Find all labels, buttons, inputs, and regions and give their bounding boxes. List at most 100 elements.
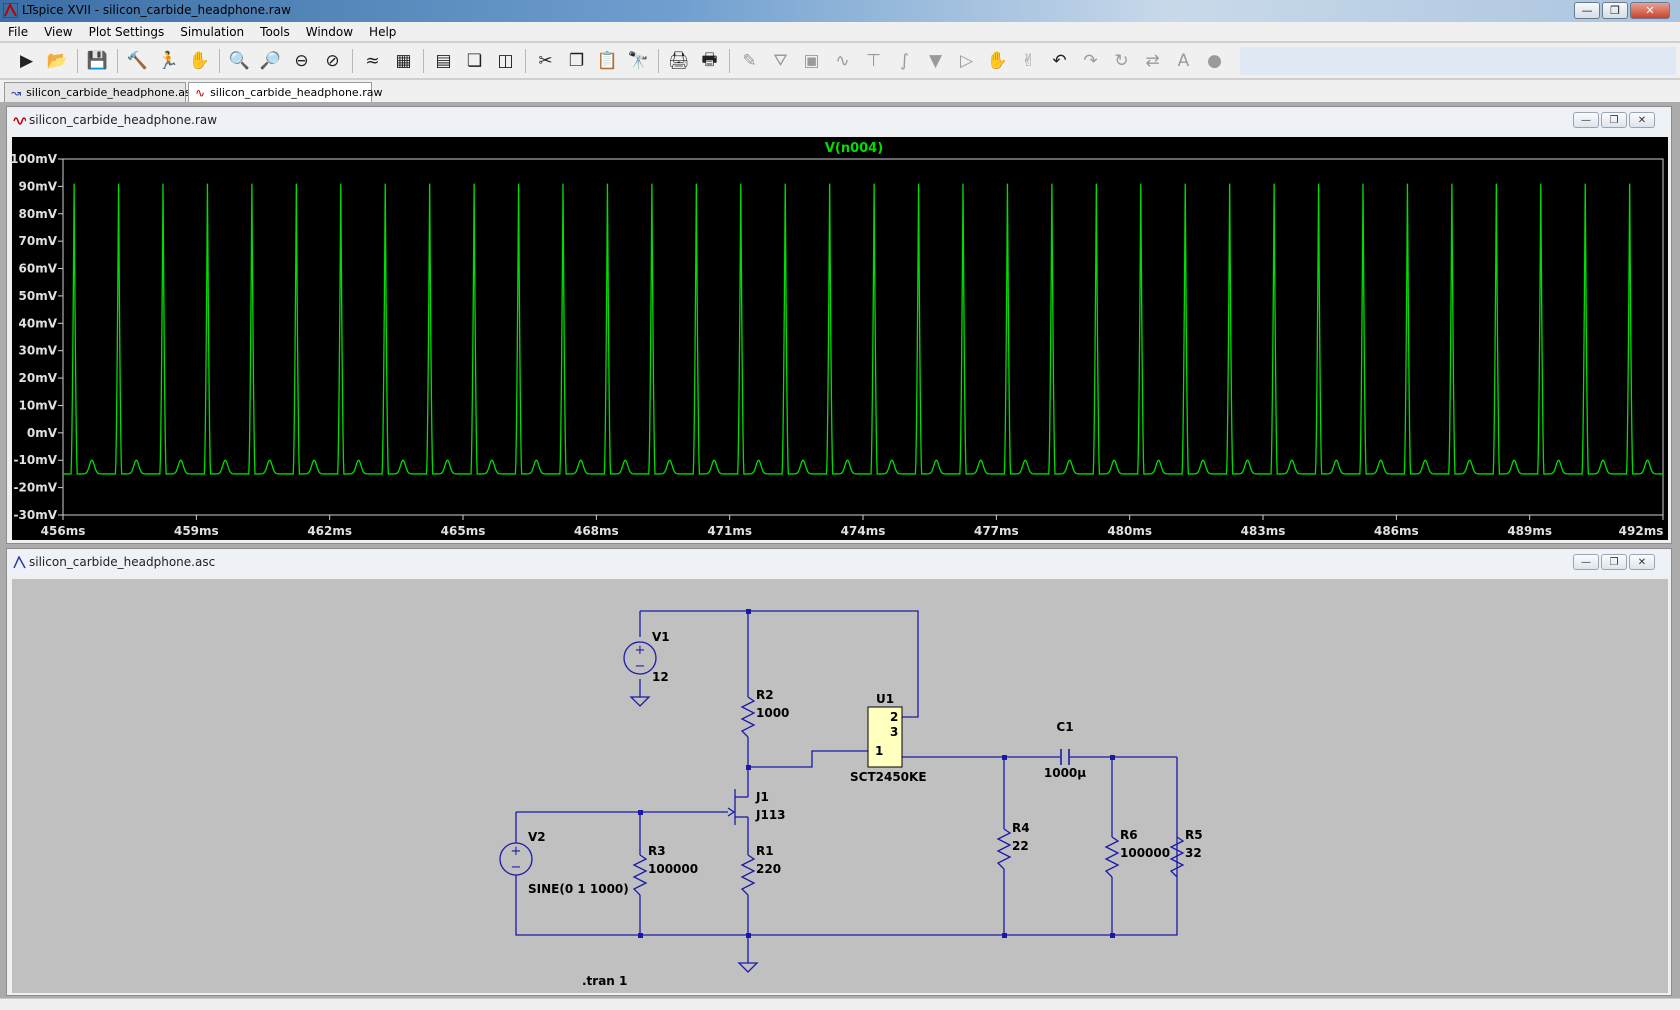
find-icon[interactable]: 🔭: [627, 51, 650, 71]
waveform-window-titlebar[interactable]: silicon_carbide_headphone.raw — ❐ ✕: [7, 107, 1671, 133]
zoom-box-icon[interactable]: 🔎: [259, 51, 282, 71]
menu-file[interactable]: File: [8, 24, 29, 39]
wire[interactable]: [515, 875, 640, 936]
ground-symbol: [737, 962, 759, 973]
trace-label[interactable]: V(n004): [825, 141, 883, 156]
x-tick-label: 489ms: [1507, 524, 1552, 538]
open-icon[interactable]: 📂: [46, 51, 69, 71]
source-v2[interactable]: + − V2 SINE(0 1 1000): [499, 830, 629, 896]
wire[interactable]: [748, 750, 868, 768]
minimize-button[interactable]: —: [1573, 112, 1599, 128]
trace-v-n004[interactable]: [63, 183, 1663, 475]
schematic-canvas[interactable]: + − V1 12 + − V2 SINE(0 1 1000): [12, 579, 1668, 993]
label-icon[interactable]: ▣: [803, 51, 820, 71]
pan-icon[interactable]: ✋: [188, 51, 211, 71]
u1-pin-2: 2: [890, 710, 898, 724]
component-icon[interactable]: ▷: [959, 51, 974, 71]
halt-icon[interactable]: 🏃: [157, 51, 180, 71]
minimize-button[interactable]: —: [1573, 554, 1599, 570]
y-tick-label: 40mV: [19, 316, 58, 330]
y-tick-label: -10mV: [14, 453, 58, 467]
control-panel-icon[interactable]: 🔨: [126, 51, 149, 71]
source-v1[interactable]: + − V1 12: [623, 630, 670, 707]
undo-icon[interactable]: ↶: [1052, 51, 1067, 71]
cut-icon[interactable]: ✂: [538, 51, 553, 71]
component-u1[interactable]: U1 1 2 3 SCT2450KE: [850, 692, 927, 784]
waveform-window[interactable]: silicon_carbide_headphone.raw — ❐ ✕ V(n0…: [6, 106, 1672, 544]
print-icon[interactable]: 🖨: [667, 51, 690, 71]
paste-icon[interactable]: 📋: [596, 51, 619, 71]
menu-window[interactable]: Window: [305, 24, 354, 39]
zoom-cancel-icon[interactable]: ⊘: [325, 51, 340, 71]
y-tick-label: 100mV: [12, 152, 58, 166]
copy-icon[interactable]: ❐: [568, 51, 585, 71]
v2-ref: V2: [528, 830, 546, 844]
drag-icon[interactable]: ✌: [1021, 51, 1036, 71]
tile-horizontal-icon[interactable]: ▤: [435, 51, 452, 71]
resistor-r3[interactable]: [632, 854, 648, 896]
x-tick-label: 492ms: [1619, 524, 1664, 538]
zoom-in-icon[interactable]: 🔍: [228, 51, 251, 71]
resistor-r4[interactable]: [996, 828, 1012, 870]
close-button[interactable]: ✕: [1629, 554, 1655, 570]
resistor-r1[interactable]: [740, 854, 756, 896]
menu-simulation[interactable]: Simulation: [180, 24, 245, 39]
capacitor-icon[interactable]: ⊤: [866, 51, 881, 71]
minimize-button[interactable]: —: [1574, 2, 1600, 19]
schematic-window-titlebar[interactable]: silicon_carbide_headphone.asc — ❐ ✕: [7, 549, 1671, 575]
close-button[interactable]: ✕: [1629, 112, 1655, 128]
print-setup-icon[interactable]: 🖶: [701, 49, 718, 70]
rotate-icon[interactable]: ↻: [1114, 51, 1129, 71]
menu-tools[interactable]: Tools: [260, 24, 290, 39]
inductor-icon[interactable]: ∫: [900, 51, 909, 71]
c1-value: 1000µ: [1044, 766, 1086, 780]
r1-ref: R1: [756, 844, 774, 858]
spice-directive-icon[interactable]: ●: [1207, 51, 1222, 71]
close-button[interactable]: ✕: [1630, 2, 1670, 19]
jfet-j1[interactable]: [727, 787, 749, 827]
tile-vertical-icon[interactable]: ◫: [497, 51, 514, 71]
schematic-window[interactable]: silicon_carbide_headphone.asc — ❐ ✕: [6, 548, 1672, 996]
tab-schematic[interactable]: ↝ silicon_carbide_headphone.asc: [4, 82, 197, 102]
menu-help[interactable]: Help: [369, 24, 397, 39]
resistor-r2[interactable]: [740, 696, 756, 738]
y-tick-label: 0mV: [27, 426, 58, 440]
menu-plot-settings[interactable]: Plot Settings: [88, 24, 165, 39]
ground-symbol: [629, 696, 651, 707]
u1-ref: U1: [876, 692, 894, 706]
wire[interactable]: [640, 757, 1178, 936]
v2-value: SINE(0 1 1000): [528, 882, 629, 896]
save-icon[interactable]: 💾: [86, 51, 109, 71]
capacitor-c1[interactable]: [1060, 749, 1070, 765]
plot-add-icon[interactable]: ▦: [395, 51, 412, 71]
menu-view[interactable]: View: [44, 24, 73, 39]
r3-value: 100000: [648, 862, 698, 876]
waveform-plot[interactable]: V(n004) 100mV90mV80mV70mV60mV50mV40mV30m…: [12, 137, 1668, 540]
resistor-icon[interactable]: ∿: [835, 51, 850, 71]
maximize-button[interactable]: ❐: [1602, 2, 1628, 19]
tab-waveform[interactable]: ∿ silicon_carbide_headphone.raw: [188, 82, 382, 102]
status-bar: [0, 998, 1680, 1010]
spice-directive[interactable]: .tran 1: [582, 974, 627, 988]
maximize-button[interactable]: ❐: [1601, 554, 1627, 570]
run-icon[interactable]: ▶: [19, 51, 34, 71]
redo-icon[interactable]: ↷: [1083, 51, 1098, 71]
maximize-button[interactable]: ❐: [1601, 112, 1627, 128]
wire[interactable]: [640, 610, 919, 718]
wire-icon[interactable]: ✎: [742, 51, 757, 71]
toolbar-separator: [525, 49, 526, 73]
text-icon[interactable]: A: [1177, 51, 1190, 71]
mirror-icon[interactable]: ⇄: [1145, 51, 1160, 71]
cascade-icon[interactable]: ❏: [466, 51, 483, 71]
diode-icon[interactable]: ▼: [928, 51, 943, 71]
r1-value: 220: [756, 862, 781, 876]
waveform-window-title: silicon_carbide_headphone.raw: [29, 113, 218, 127]
x-tick-label: 480ms: [1107, 524, 1152, 538]
move-icon[interactable]: ✋: [986, 51, 1009, 71]
toolbar-separator: [658, 49, 659, 73]
resistor-r5[interactable]: [1169, 836, 1185, 878]
autorange-icon[interactable]: ≈: [365, 51, 380, 71]
zoom-out-icon[interactable]: ⊖: [294, 51, 309, 71]
ground-icon[interactable]: ⛛: [773, 51, 788, 71]
resistor-r6[interactable]: [1104, 836, 1120, 878]
